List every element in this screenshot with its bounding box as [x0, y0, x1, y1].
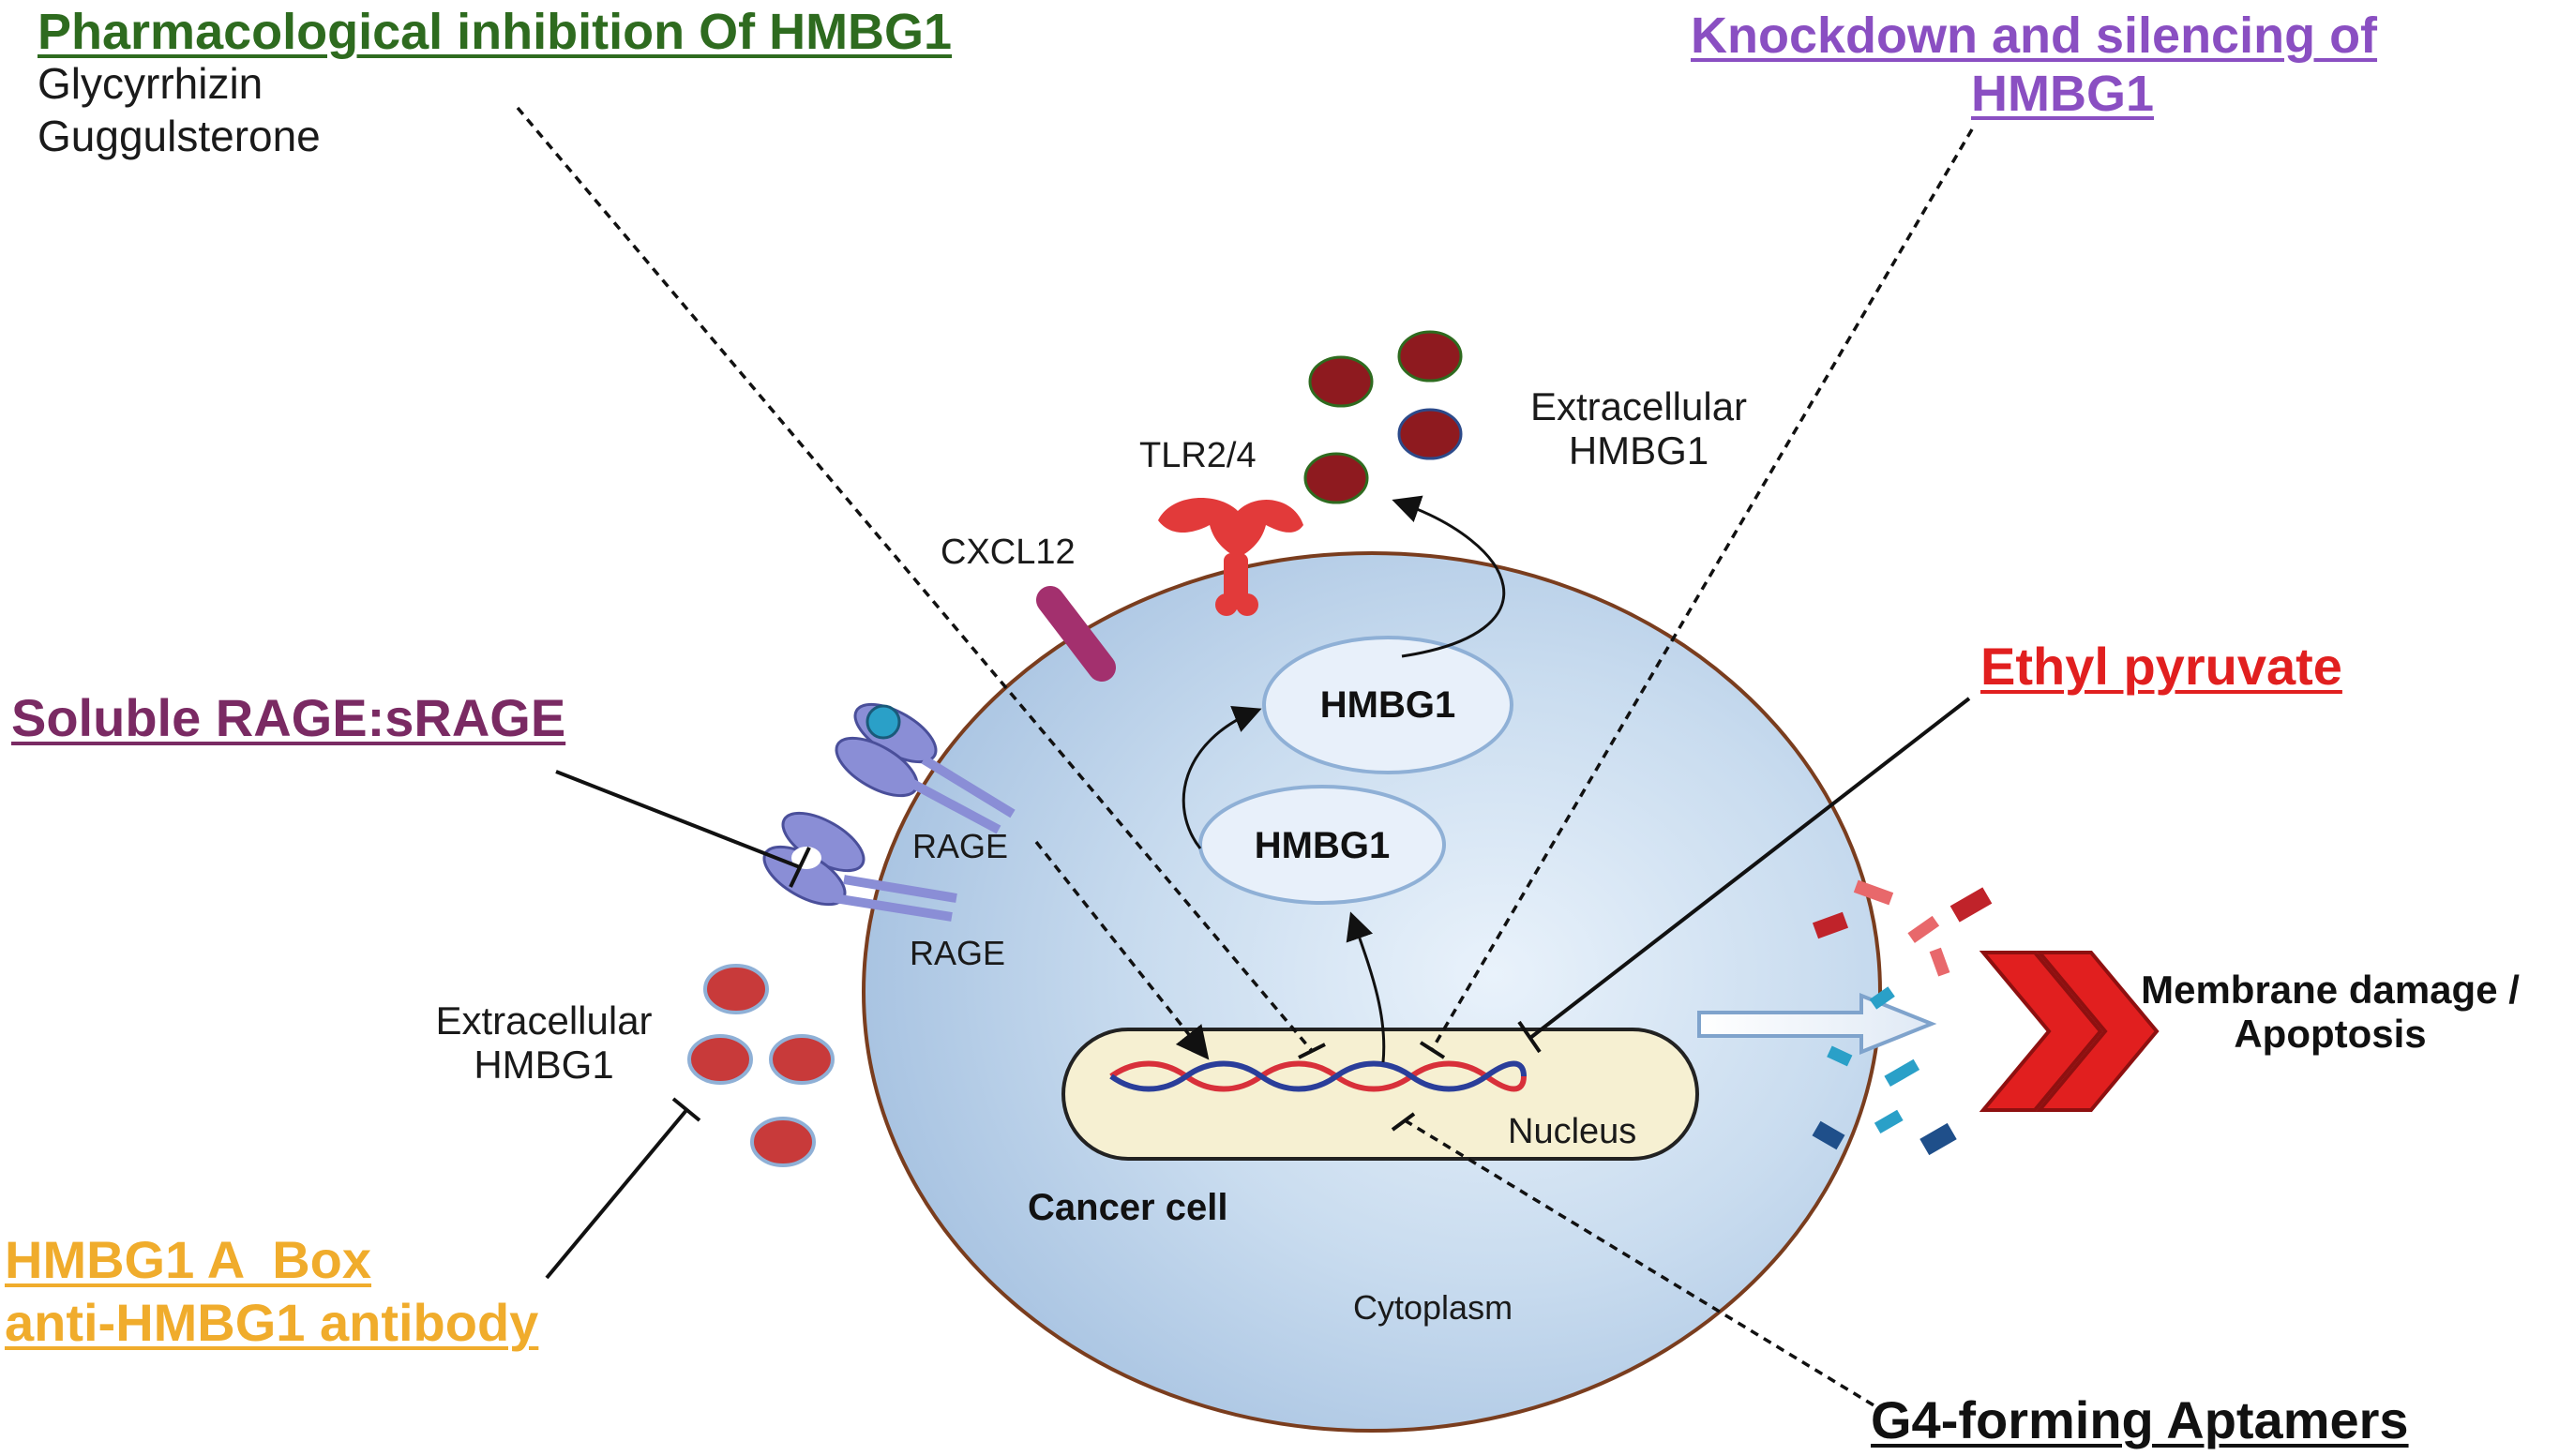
aptamer-dashed-line	[1404, 1118, 1876, 1408]
cxcl12-label: CXCL12	[941, 533, 1076, 572]
extracellular-left-line1: Extracellular	[435, 998, 653, 1043]
extracellular-hmbg1-particle	[750, 1117, 816, 1167]
inhibition-bar	[671, 1097, 701, 1122]
cxcl12-icon	[1036, 586, 1116, 682]
drug-glycyrrhizin: Glycyrrhizin	[38, 59, 263, 108]
rage-label-2: RAGE	[910, 934, 1006, 972]
extracellular-hmbg1-particle	[1303, 452, 1369, 504]
arrow-nucleus-to-hmbg1	[1346, 911, 1386, 1063]
srage-inhibition-line	[555, 770, 801, 869]
hmbg1-lower-oval	[1198, 785, 1446, 905]
outcome-line1: Membrane damage /	[2141, 968, 2520, 1012]
rage-label-1: RAGE	[912, 827, 1009, 865]
hmbg1-upper-oval	[1262, 636, 1513, 774]
extracellular-left-line2: HMBG1	[474, 1043, 614, 1088]
extracellular-hmbg1-left-label: Extracellular HMBG1	[403, 998, 685, 1087]
ethyl-pyruvate-title: Ethyl pyruvate	[1980, 637, 2342, 696]
arrow-hmbg1-to-extracellular	[1392, 495, 1506, 658]
abox-title-line2: anti-HMBG1 antibody	[5, 1293, 539, 1352]
nucleus-label: Nucleus	[1508, 1112, 1637, 1151]
cancer-cell-body	[862, 551, 1882, 1433]
extracellular-top-line2: HMBG1	[1568, 428, 1709, 473]
drug-guggulsterone: Guggulsterone	[38, 112, 321, 160]
knockdown-title-line2: HMBG1	[1971, 66, 2155, 122]
rage-to-nucleus-dashed-arrow	[1034, 840, 1210, 1060]
inhibition-bar	[1517, 1020, 1542, 1054]
srage-title: Soluble RAGE:sRAGE	[11, 688, 566, 747]
tlr-label: TLR2/4	[1139, 436, 1257, 475]
extracellular-hmbg1-particle	[1397, 408, 1463, 460]
outcome-label: Membrane damage / Apoptosis	[2110, 968, 2551, 1056]
tlr-receptor-icon	[1158, 498, 1303, 616]
extracellular-hmbg1-top-label: Extracellular HMBG1	[1491, 384, 1786, 473]
aptamers-title: G4-forming Aptamers	[1871, 1390, 2409, 1449]
knockdown-dashed-line	[1431, 128, 1974, 1049]
outcome-hollow-arrow	[1697, 993, 1937, 1055]
membrane-fragments-icon	[1812, 879, 1993, 1156]
double-chevron-icon	[1979, 951, 2160, 1112]
pharm-inhibition-dashed-line	[516, 106, 1315, 1054]
abox-inhibition-line	[545, 1107, 689, 1280]
knockdown-title-line1: Knockdown and silencing of	[1691, 8, 2378, 64]
pharm-inhibition-title: Pharmacological inhibition Of HMBG1	[38, 4, 953, 60]
abox-title-line1: HMBG1 A Box	[5, 1230, 371, 1289]
extracellular-hmbg1-left-cluster	[687, 964, 835, 1167]
hmbg1-lower-label: HMBG1	[1254, 825, 1391, 866]
ethyl-pyruvate-inhibition-line	[1528, 697, 1971, 1040]
inhibition-bar	[789, 847, 811, 888]
hmbg1-upper-label: HMBG1	[1319, 684, 1456, 726]
extracellular-hmbg1-particle	[1397, 330, 1463, 383]
cancer-cell-label: Cancer cell	[1028, 1187, 1228, 1228]
cytoplasm-label: Cytoplasm	[1353, 1288, 1513, 1327]
extracellular-hmbg1-particle	[1308, 355, 1374, 408]
inhibition-bar	[1391, 1112, 1416, 1132]
arrow-hmbg1-to-hmbg1	[1182, 706, 1262, 849]
outcome-line2: Apoptosis	[2234, 1012, 2427, 1057]
extracellular-hmbg1-particle	[703, 964, 769, 1014]
inhibition-bar	[1298, 1043, 1326, 1059]
rage-receptor-icon	[835, 702, 1016, 834]
extracellular-top-line1: Extracellular	[1529, 384, 1748, 428]
extracellular-hmbg1-top-cluster	[1303, 330, 1463, 504]
extracellular-hmbg1-particle	[687, 1034, 753, 1085]
extracellular-hmbg1-particle	[769, 1034, 835, 1085]
dna-helix-icon	[1109, 1060, 1527, 1092]
inhibition-bar	[1419, 1041, 1446, 1059]
